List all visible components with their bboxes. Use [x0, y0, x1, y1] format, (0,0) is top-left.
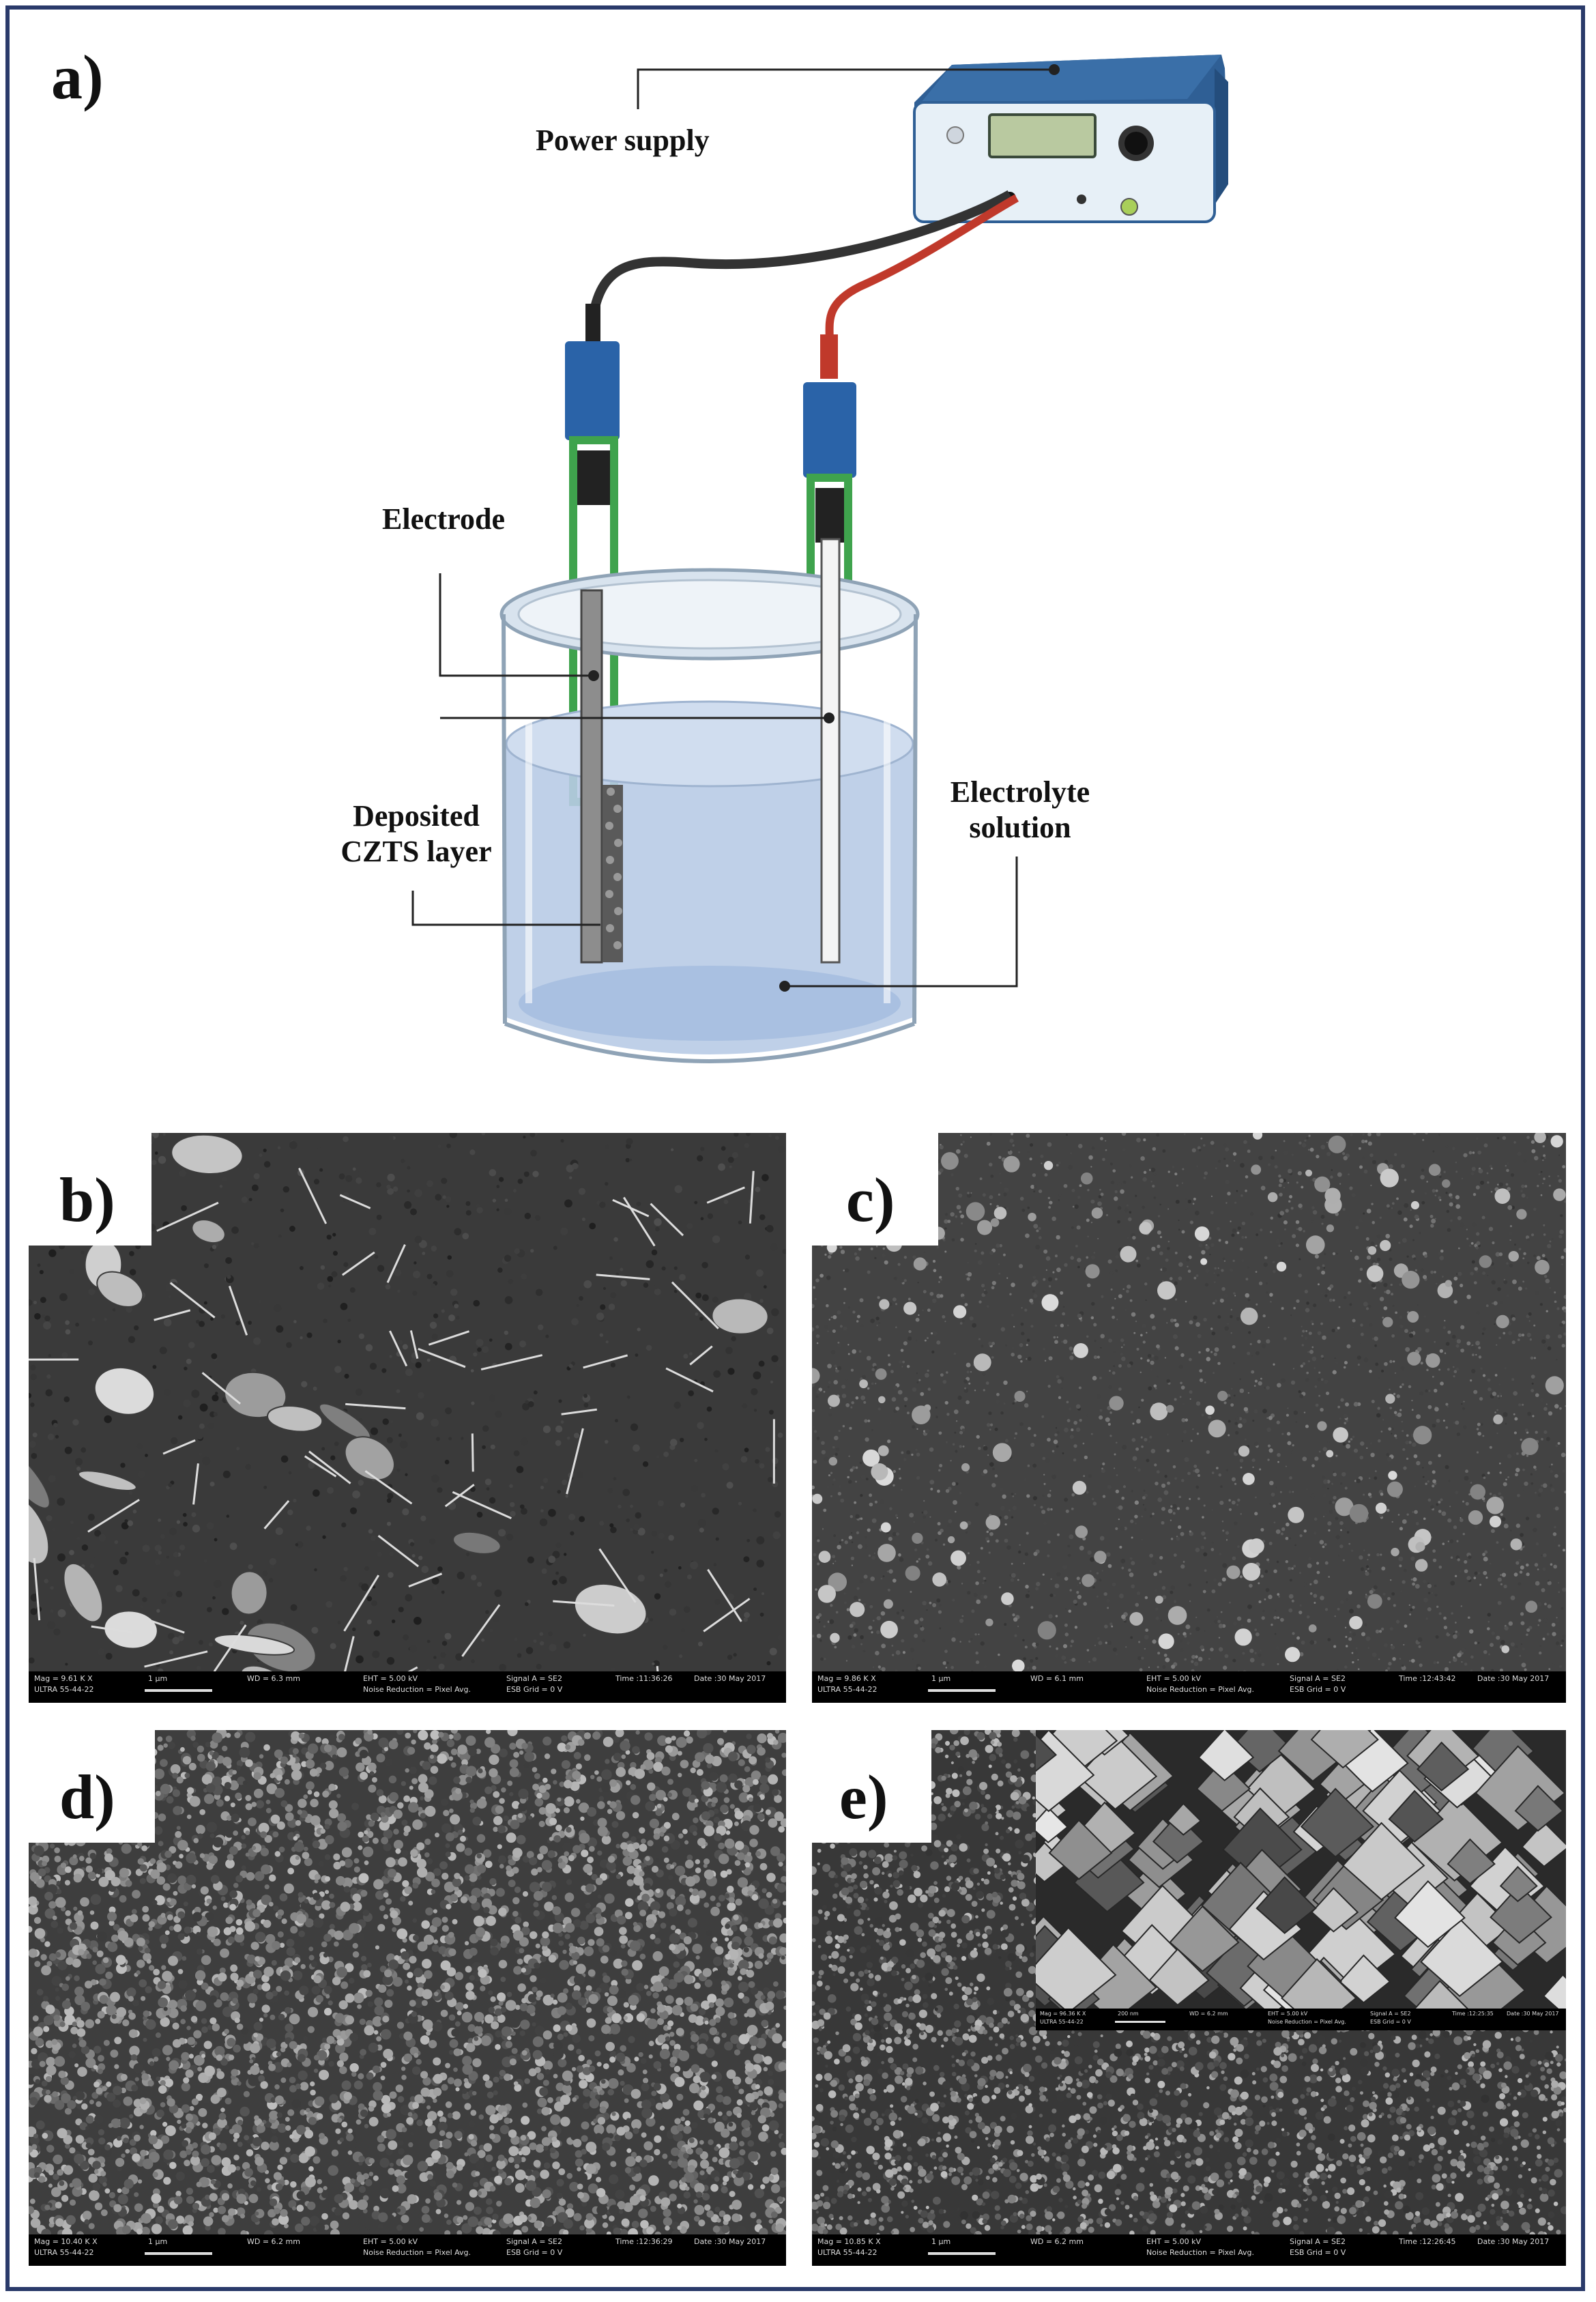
- time: Time :12:36:29: [615, 2237, 673, 2246]
- panel-e-label-box: e): [812, 1730, 931, 1843]
- sem-panel-c: c) Mag = 9.86 K X ULTRA 55-44-22 1 µm WD…: [812, 1133, 1566, 1703]
- sem-image-c: [812, 1133, 1566, 1703]
- eht: EHT = 5.00 kV: [1268, 2011, 1308, 2017]
- panel-b-label: b): [59, 1165, 115, 1235]
- wd: WD = 6.1 mm: [1030, 1674, 1084, 1683]
- electrolyte-label-line2: solution: [969, 810, 1071, 844]
- sem-inset-e: Mag = 96.36 K X ULTRA 55-44-22 200 nm WD…: [1036, 1730, 1566, 2030]
- eht: EHT = 5.00 kV: [1146, 1674, 1202, 1683]
- sem-inset-image: [1036, 1730, 1566, 2030]
- ultra: ULTRA 55-44-22: [817, 1685, 877, 1694]
- eht: EHT = 5.00 kV: [1146, 2237, 1202, 2246]
- scale-bar: [928, 2252, 996, 2255]
- esb: ESB Grid = 0 V: [1290, 2248, 1346, 2257]
- panel-a-label: a): [51, 42, 104, 112]
- deposited-layer-label-line2: CZTS layer: [340, 834, 492, 868]
- deposited-layer-label-line1: Deposited: [353, 799, 480, 833]
- signal: Signal A = SE2: [1370, 2011, 1411, 2017]
- scale-bar: [145, 2252, 212, 2255]
- noise: Noise Reduction = Pixel Avg.: [1268, 2019, 1346, 2025]
- panel-b-label-box: b): [29, 1133, 151, 1246]
- date: Date :30 May 2017: [694, 1674, 766, 1683]
- sem-panel-b: b) Mag = 9.61 K X ULTRA 55-44-22 1 µm WD…: [29, 1133, 786, 1703]
- scale-label: 200 nm: [1118, 2011, 1139, 2017]
- date: Date :30 May 2017: [1477, 2237, 1550, 2246]
- date: Date :30 May 2017: [694, 2237, 766, 2246]
- sem-inset-databar: Mag = 96.36 K X ULTRA 55-44-22 200 nm WD…: [1036, 2009, 1566, 2030]
- time: Time :12:26:45: [1399, 2237, 1456, 2246]
- signal: Signal A = SE2: [1290, 1674, 1346, 1683]
- wd: WD = 6.2 mm: [1189, 2011, 1228, 2017]
- noise: Noise Reduction = Pixel Avg.: [1146, 2248, 1255, 2257]
- mag: Mag = 10.40 K X: [34, 2237, 98, 2246]
- eht: EHT = 5.00 kV: [363, 2237, 418, 2246]
- eht: EHT = 5.00 kV: [363, 1674, 418, 1683]
- date: Date :30 May 2017: [1477, 1674, 1550, 1683]
- sem-databar-e: Mag = 10.85 K X ULTRA 55-44-22 1 µm WD =…: [812, 2234, 1566, 2266]
- panel-d-label: d): [59, 1762, 115, 1832]
- panel-d-label-box: d): [29, 1730, 155, 1843]
- esb: ESB Grid = 0 V: [506, 2248, 563, 2257]
- power-supply-label: Power supply: [536, 124, 710, 157]
- panel-e-label: e): [839, 1762, 888, 1832]
- mag: Mag = 10.85 K X: [817, 2237, 881, 2246]
- scale-label: 1 µm: [148, 1674, 168, 1683]
- time: Time :11:36:26: [615, 1674, 673, 1683]
- esb: ESB Grid = 0 V: [506, 1685, 563, 1694]
- scale-label: 1 µm: [931, 2237, 951, 2246]
- signal: Signal A = SE2: [506, 1674, 562, 1683]
- mag: Mag = 96.36 K X: [1040, 2011, 1086, 2017]
- noise: Noise Reduction = Pixel Avg.: [1146, 1685, 1255, 1694]
- panel-c-label-box: c): [812, 1133, 938, 1246]
- electrodeposition-diagram: [411, 55, 1228, 1063]
- scale-label: 1 µm: [931, 1674, 951, 1683]
- sem-databar-c: Mag = 9.86 K X ULTRA 55-44-22 1 µm WD = …: [812, 1671, 1566, 1703]
- wd: WD = 6.3 mm: [247, 1674, 300, 1683]
- time: Time :12:25:35: [1452, 2011, 1494, 2017]
- ultra: ULTRA 55-44-22: [1040, 2019, 1084, 2025]
- electrode-label: Electrode: [382, 502, 506, 536]
- electrolyte-solution-label: Electrolyte solution: [935, 775, 1105, 846]
- electrolyte-label-line1: Electrolyte: [950, 775, 1090, 809]
- scale-label: 1 µm: [148, 2237, 168, 2246]
- noise: Noise Reduction = Pixel Avg.: [363, 2248, 471, 2257]
- scale-bar: [928, 1689, 996, 1692]
- sem-databar-b: Mag = 9.61 K X ULTRA 55-44-22 1 µm WD = …: [29, 1671, 786, 1703]
- time: Time :12:43:42: [1399, 1674, 1456, 1683]
- esb: ESB Grid = 0 V: [1290, 1685, 1346, 1694]
- ultra: ULTRA 55-44-22: [34, 1685, 94, 1694]
- power-supply-icon: [913, 55, 1228, 223]
- mag: Mag = 9.86 K X: [817, 1674, 876, 1683]
- noise: Noise Reduction = Pixel Avg.: [363, 1685, 471, 1694]
- wd: WD = 6.2 mm: [247, 2237, 300, 2246]
- wd: WD = 6.2 mm: [1030, 2237, 1084, 2246]
- date: Date :30 May 2017: [1507, 2011, 1559, 2017]
- ultra: ULTRA 55-44-22: [34, 2248, 94, 2257]
- scale-bar: [1115, 2021, 1165, 2023]
- ultra: ULTRA 55-44-22: [817, 2248, 877, 2257]
- deposited-layer-label: Deposited CZTS layer: [328, 798, 505, 869]
- scale-bar: [145, 1689, 212, 1692]
- signal: Signal A = SE2: [1290, 2237, 1346, 2246]
- sem-panel-e: e) Mag = 96.36 K X ULTRA 55-44-22 200 nm…: [812, 1730, 1566, 2266]
- sem-databar-d: Mag = 10.40 K X ULTRA 55-44-22 1 µm WD =…: [29, 2234, 786, 2266]
- signal: Signal A = SE2: [506, 2237, 562, 2246]
- panel-c-label: c): [846, 1165, 895, 1235]
- mag: Mag = 9.61 K X: [34, 1674, 93, 1683]
- sem-panel-d: d) Mag = 10.40 K X ULTRA 55-44-22 1 µm W…: [29, 1730, 786, 2266]
- esb: ESB Grid = 0 V: [1370, 2019, 1411, 2025]
